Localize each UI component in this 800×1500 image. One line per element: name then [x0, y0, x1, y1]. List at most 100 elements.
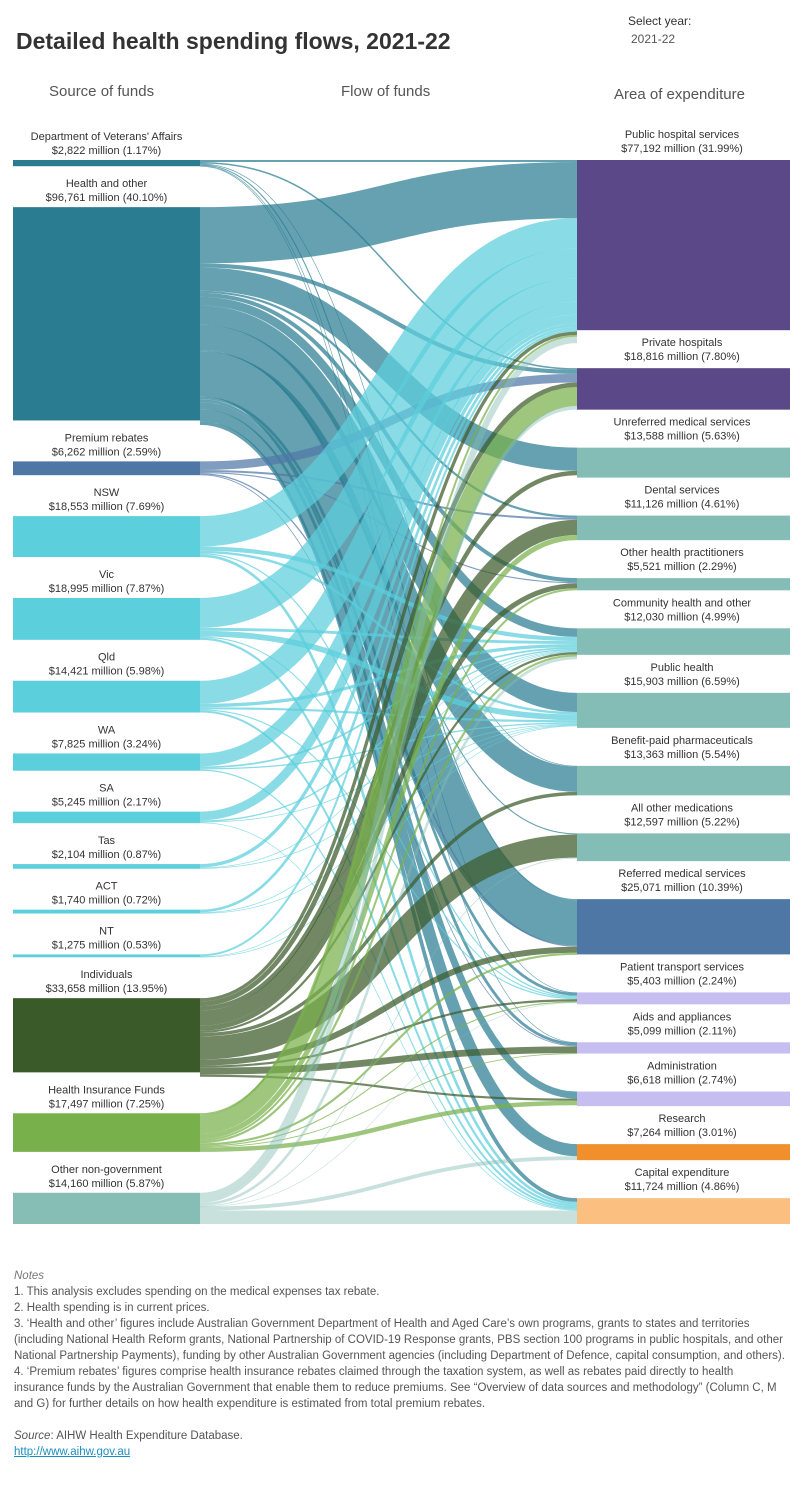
flow-individuals-to-referred-medical-services[interactable] [199, 946, 578, 1066]
area-node-public-hospital-services[interactable] [577, 160, 790, 331]
flow-qld-to-community-health-and-other[interactable] [199, 643, 578, 708]
area-node-research[interactable] [577, 1144, 790, 1161]
flow-individuals-to-aids-and-appliances[interactable] [199, 1046, 578, 1075]
flow-other-non-government-to-patient-transport-services[interactable] [199, 1002, 578, 1208]
area-node-other-health-practitioners[interactable] [577, 578, 790, 591]
flow-vic-to-public-hospital-services[interactable] [199, 248, 578, 628]
source-label-act: ACT [96, 881, 118, 893]
source-node-qld[interactable] [13, 680, 200, 713]
flow-sa-to-public-hospital-services[interactable] [199, 314, 578, 821]
flow-nsw-to-public-hospital-services[interactable] [199, 218, 578, 547]
area-node-benefit-paid-pharmaceuticals[interactable] [577, 765, 790, 796]
flow-health-insurance-funds-to-dental-services[interactable] [199, 535, 578, 1140]
area-value-other-health-practitioners: $5,521 million (2.29%) [627, 561, 736, 573]
flow-tas-to-public-hospital-services[interactable] [199, 323, 578, 868]
source-link[interactable]: http://www.aihw.gov.au [14, 1446, 131, 1458]
area-value-public-health: $15,903 million (6.59%) [624, 676, 740, 688]
source-value-health-insurance-funds: $17,497 million (7.25%) [49, 1098, 165, 1110]
area-value-benefit-paid-pharmaceuticals: $13,363 million (5.54%) [624, 749, 740, 761]
area-node-referred-medical-services[interactable] [577, 899, 790, 955]
source-node-sa[interactable] [13, 811, 200, 824]
flow-other-non-government-to-research[interactable] [199, 1156, 578, 1211]
flow-of-funds-header: Flow of funds [341, 83, 431, 100]
source-line: Source: AIHW Health Expenditure Database… [14, 1428, 786, 1444]
source-node-wa[interactable] [13, 753, 200, 771]
area-node-aids-and-appliances[interactable] [577, 1042, 790, 1054]
source-node-department-of-veterans-affairs[interactable] [13, 160, 200, 167]
flow-health-insurance-funds-to-patient-transport-services[interactable] [199, 1001, 578, 1147]
flow-qld-to-patient-transport-services[interactable] [199, 709, 578, 1000]
flow-health-and-other-to-public-hospital-services[interactable] [199, 161, 578, 264]
area-label-patient-transport-services: Patient transport services [620, 961, 745, 973]
flow-individuals-to-patient-transport-services[interactable] [199, 999, 578, 1068]
source-node-vic[interactable] [13, 597, 200, 640]
flow-individuals-to-other-health-practitioners[interactable] [199, 583, 578, 1031]
flow-health-insurance-funds-to-aids-and-appliances[interactable] [199, 1053, 578, 1148]
flow-wa-to-capital-expenditure[interactable] [199, 769, 578, 1210]
source-label-nsw: NSW [94, 487, 120, 499]
flow-qld-to-public-hospital-services[interactable] [199, 278, 578, 704]
source-node-premium-rebates[interactable] [13, 461, 200, 476]
area-node-administration[interactable] [577, 1091, 790, 1107]
area-label-public-hospital-services: Public hospital services [625, 129, 740, 141]
flow-health-and-other-to-referred-medical-services[interactable] [198, 351, 579, 946]
source-node-tas[interactable] [13, 864, 200, 869]
source-node-health-insurance-funds[interactable] [13, 1113, 200, 1152]
source-label-department-of-veterans-affairs: Department of Veterans' Affairs [31, 131, 183, 143]
flow-health-insurance-funds-to-private-hospitals[interactable] [199, 387, 578, 1135]
area-value-all-other-medications: $12,597 million (5.22%) [624, 816, 740, 828]
source-node-nt[interactable] [13, 954, 200, 958]
source-label-tas: Tas [98, 835, 116, 847]
source-value-qld: $14,421 million (5.98%) [49, 666, 165, 678]
area-node-dental-services[interactable] [577, 515, 790, 541]
flow-wa-to-public-hospital-services[interactable] [199, 301, 578, 767]
flow-health-insurance-funds-to-administration[interactable] [199, 1100, 578, 1152]
flow-nsw-to-public-health[interactable] [199, 550, 578, 715]
flow-individuals-to-benefit-paid-pharmaceuticals[interactable] [199, 791, 578, 1037]
note-item: 3. ‘Health and other’ figures include Au… [14, 1318, 785, 1362]
flow-sa-to-capital-expenditure[interactable] [199, 822, 578, 1211]
area-node-private-hospitals[interactable] [577, 368, 790, 410]
flow-health-insurance-funds-to-community-health-and-other[interactable] [199, 654, 578, 1144]
flow-other-non-government-to-public-hospital-services[interactable] [199, 336, 578, 1200]
flow-individuals-to-all-other-medications[interactable] [199, 834, 578, 1060]
area-value-capital-expenditure: $11,724 million (4.86%) [625, 1181, 740, 1193]
source-label-health-insurance-funds: Health Insurance Funds [48, 1084, 165, 1096]
flow-wa-to-community-health-and-other[interactable] [199, 647, 578, 769]
source-node-act[interactable] [13, 909, 200, 914]
source-label-nt: NT [99, 925, 114, 937]
area-node-all-other-medications[interactable] [577, 833, 790, 862]
area-value-research: $7,264 million (3.01%) [627, 1127, 736, 1139]
flow-individuals-to-public-hospital-services[interactable] [199, 331, 578, 1002]
source-node-nsw[interactable] [13, 516, 200, 558]
source-value-individuals: $33,658 million (13.95%) [46, 983, 168, 995]
flow-act-to-public-hospital-services[interactable] [199, 326, 578, 913]
source-value-other-non-government: $14,160 million (5.87%) [49, 1178, 165, 1190]
notes-title: Notes [14, 1270, 45, 1282]
flow-qld-to-public-health[interactable] [199, 707, 578, 723]
source-of-funds-header: Source of funds [49, 83, 155, 100]
flow-nt-to-public-hospital-services[interactable] [199, 329, 578, 957]
year-select-dropdown[interactable]: 2021-22 [631, 32, 676, 46]
flow-health-insurance-funds-to-referred-medical-services[interactable] [199, 952, 578, 1146]
area-node-capital-expenditure[interactable] [577, 1198, 790, 1224]
area-node-unreferred-medical-services[interactable] [577, 447, 790, 478]
area-node-community-health-and-other[interactable] [577, 628, 790, 655]
area-label-benefit-paid-pharmaceuticals: Benefit-paid pharmaceuticals [611, 735, 753, 747]
area-node-public-health[interactable] [577, 692, 790, 728]
flow-act-to-public-health[interactable] [199, 725, 578, 914]
area-label-dental-services: Dental services [644, 485, 720, 497]
flow-other-non-government-to-all-other-medications[interactable] [199, 857, 578, 1207]
flow-other-non-government-to-community-health-and-other[interactable] [199, 656, 578, 1206]
flow-health-insurance-funds-to-public-hospital-services[interactable] [199, 334, 578, 1116]
source-node-individuals[interactable] [13, 998, 200, 1073]
flow-other-non-government-to-private-hospitals[interactable] [199, 405, 578, 1203]
flow-individuals-to-private-hospitals[interactable] [199, 382, 578, 1007]
source-node-health-and-other[interactable] [13, 207, 200, 421]
note-item: 1. This analysis excludes spending on th… [14, 1286, 380, 1298]
flow-vic-to-community-health-and-other[interactable] [199, 627, 578, 644]
source-node-other-non-government[interactable] [13, 1192, 200, 1224]
area-node-patient-transport-services[interactable] [577, 992, 790, 1005]
flow-health-insurance-funds-to-other-health-practitioners[interactable] [199, 588, 578, 1142]
area-value-unreferred-medical-services: $13,588 million (5.63%) [624, 431, 740, 443]
